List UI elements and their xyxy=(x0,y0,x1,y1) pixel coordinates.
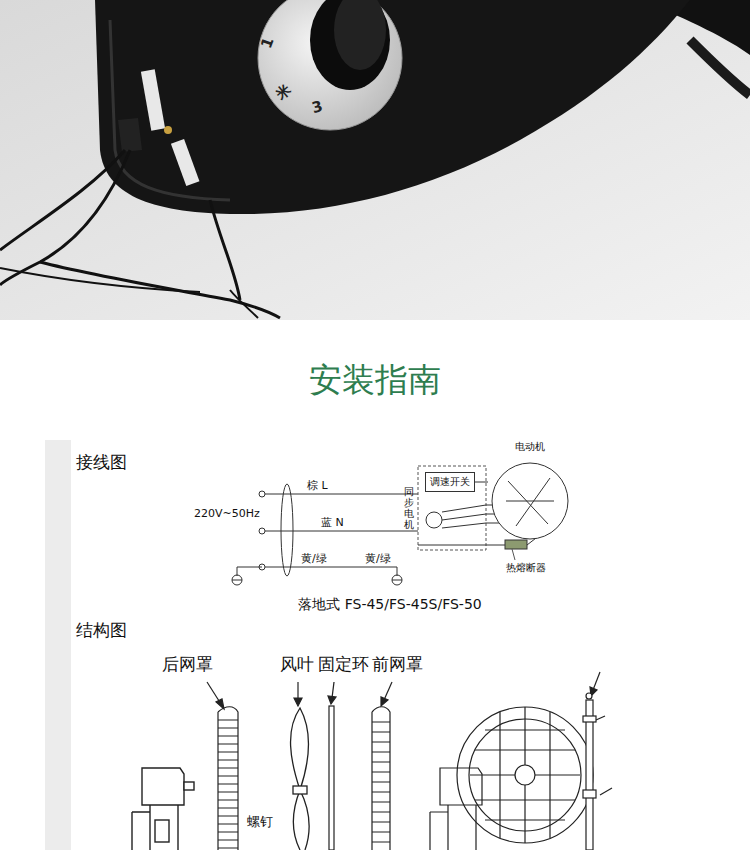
motor-outline xyxy=(488,456,572,546)
wire-label: 黄/绿 xyxy=(364,552,392,565)
node-text: 电动机 xyxy=(488,440,572,454)
node-text: 调速开关 xyxy=(430,475,470,489)
part-name: 热熔断器 xyxy=(506,562,546,574)
part-name: 前网罩 xyxy=(372,654,423,674)
supply-label: 220V~50Hz xyxy=(194,507,260,520)
part-name: 风叶 xyxy=(280,654,314,674)
wire-label: 棕 L xyxy=(306,479,329,492)
page-title: 安装指南 xyxy=(0,360,750,400)
wire-connector xyxy=(475,482,488,483)
section-heading: 接线图 xyxy=(76,452,127,472)
motor-circle: 电动机 xyxy=(488,440,572,546)
node-text: 同步电机 xyxy=(404,486,414,530)
diagram-caption: 落地式 FS-45/FS-45S/FS-50 xyxy=(190,596,590,613)
switch-box: 调速开关 xyxy=(425,472,475,492)
part-name: 固定环 xyxy=(318,654,369,674)
part-name: 后网罩 xyxy=(162,654,213,674)
sync-motor: 同步电机 xyxy=(404,486,414,530)
wire-line xyxy=(475,482,488,483)
part-name: 螺钉 xyxy=(246,814,274,830)
wire-label: 蓝 N xyxy=(320,516,345,529)
section-heading: 结构图 xyxy=(76,620,127,640)
wire-label: 黄/绿 xyxy=(300,552,328,565)
motor-winding xyxy=(506,478,554,526)
motor-circle-outline xyxy=(492,463,568,539)
